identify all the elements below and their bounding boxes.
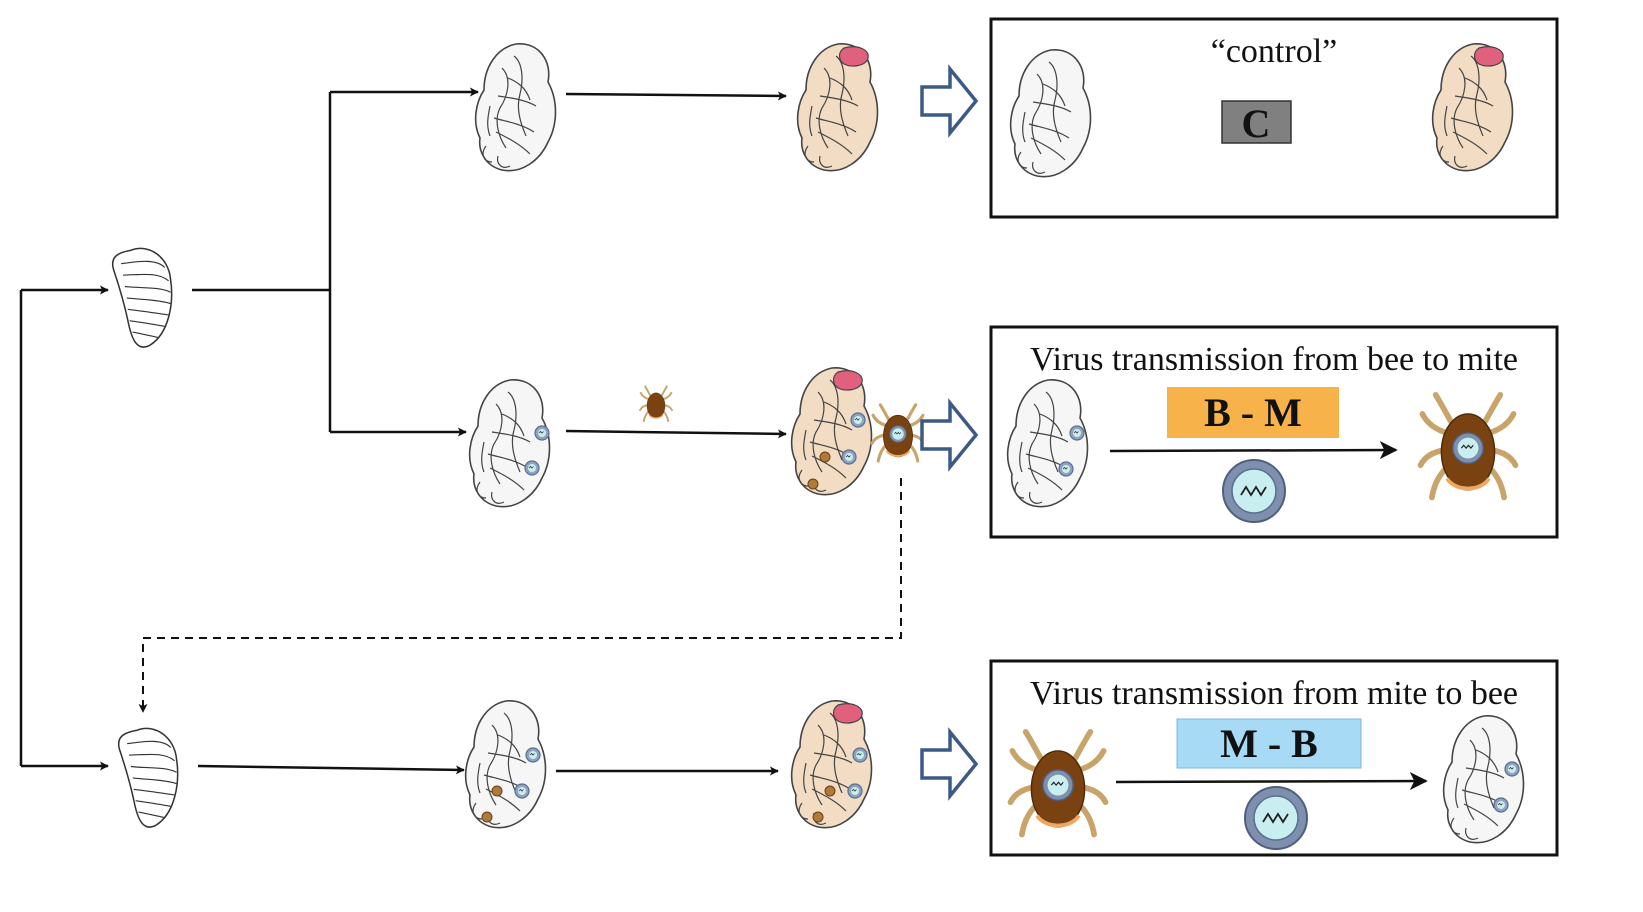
bee-to-mite-arrow [1109,441,1398,460]
virus-particle-icon [1058,461,1074,477]
brown-dot-icon [819,451,831,463]
mb-badge-label: M - B [1220,721,1318,766]
mb-badge [1176,718,1362,769]
virus-particle-icon [524,460,540,476]
virus-particle-icon [1244,786,1308,850]
virus-particle-icon [525,747,541,763]
white-pupa-icon [466,701,546,828]
virus-particle-icon [534,425,550,441]
bee-to-mite-panel: Virus transmission from bee to mite B - … [989,325,1559,539]
virus-particle-icon [514,783,530,799]
bm-badge-label: B - M [1204,390,1302,435]
mite-to-bee-panel: Virus transmission from mite to bee M - … [989,659,1559,857]
control-badge [1221,100,1292,144]
brown-dot-icon [812,811,824,823]
tan-pupa-with-virus [792,368,872,495]
white-pupa-icon [476,44,556,171]
mite-to-bee-arrow [1115,772,1428,791]
virus-particle-icon [847,783,863,799]
bee-to-mite-title: Virus transmission from bee to mite [1030,341,1518,378]
white-pupa-with-virus [470,380,550,507]
virus-particle-icon [1069,425,1085,441]
virus-particle-icon [841,449,857,465]
brown-dot-icon [491,785,503,797]
control-panel: “control” C [989,17,1559,219]
white-pupa-with-virus [466,701,546,828]
brown-dot-icon [824,785,836,797]
arrow-row2-pupa-to-pupa [565,429,787,439]
virus-particle-icon [850,412,866,428]
white-pupa-icon [470,380,550,507]
brown-dot-icon [807,478,819,490]
virus-particle-icon [1222,459,1286,523]
bm-badge [1167,387,1339,438]
virus-particle-icon [1493,797,1509,813]
hollow-arrow-icon [920,730,978,798]
mite-icon [872,405,924,461]
tan-pupa-with-virus [792,701,872,828]
arrow-row3-larva-to-pupa [197,764,465,775]
mite-icon [639,385,673,422]
tan-pupa-icon [792,701,872,828]
hollow-arrow-icon [920,67,978,135]
larva-icon [117,727,179,828]
control-badge-label: C [1242,101,1271,146]
tan-pupa-icon [792,368,872,495]
arrow-row1-pupa-to-pupa [565,91,787,101]
virus-particle-icon [1504,761,1520,777]
mite-to-bee-title: Virus transmission from mite to bee [1030,675,1518,712]
hollow-arrow-icon [920,401,978,469]
connector-lines [19,87,902,776]
tan-pupa-icon [798,44,878,171]
larva-icon [111,247,173,348]
virus-particle-icon [852,747,868,763]
control-panel-title: “control” [1211,33,1338,70]
brown-dot-icon [481,811,493,823]
dashed-mite-transfer-line [138,478,902,713]
